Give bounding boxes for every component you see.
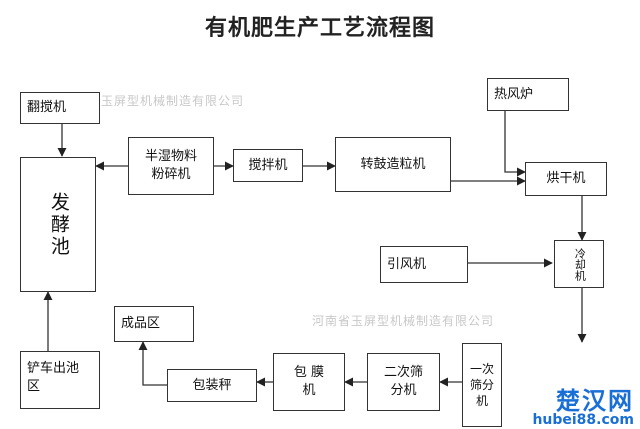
site-logo: 楚汉网 hubei88.com [532,389,634,427]
box-semi-wet-crusher: 半湿物料 粉碎机 [128,137,214,195]
fermentation-pool-label: 发酵池 [47,191,70,258]
box-dryer: 烘干机 [525,162,607,196]
box-coating-machine: 包 膜 机 [273,353,345,411]
box-cooler: 冷却机 [554,240,604,288]
box-induced-draft-fan: 引风机 [380,246,468,283]
watermark-middle: 河南省玉屏型机械制造有限公司 [312,314,495,328]
box-fermentation-pool: 发酵池 [20,157,96,292]
box-mixer: 搅拌机 [233,149,303,182]
diagram-title: 有机肥生产工艺流程图 [204,15,435,41]
box-fanjiao-machine: 翻搅机 [20,92,100,124]
logo-text: 楚汉网 [556,387,634,415]
box-secondary-screener: 二次筛 分机 [367,353,440,411]
box-packing-scale: 包装秤 [167,369,257,402]
watermark-top: 河南省玉屏型机械制造有限公司 [62,94,245,108]
box-finished-product-area: 成品区 [114,306,194,342]
arrow-baozhuang-to-chengpin [138,341,167,386]
box-hot-air-stove: 热风炉 [487,78,569,111]
arrow-refenglu-to-honggan [504,111,526,177]
logo-url: hubei88.com [532,412,634,428]
box-drum-granulator: 转鼓造粒机 [335,137,451,192]
cooler-label: 冷却机 [573,247,587,281]
box-primary-screener: 一次 筛分 机 [462,343,502,427]
box-loader-exit-area: 铲车出池 区 [20,351,100,409]
